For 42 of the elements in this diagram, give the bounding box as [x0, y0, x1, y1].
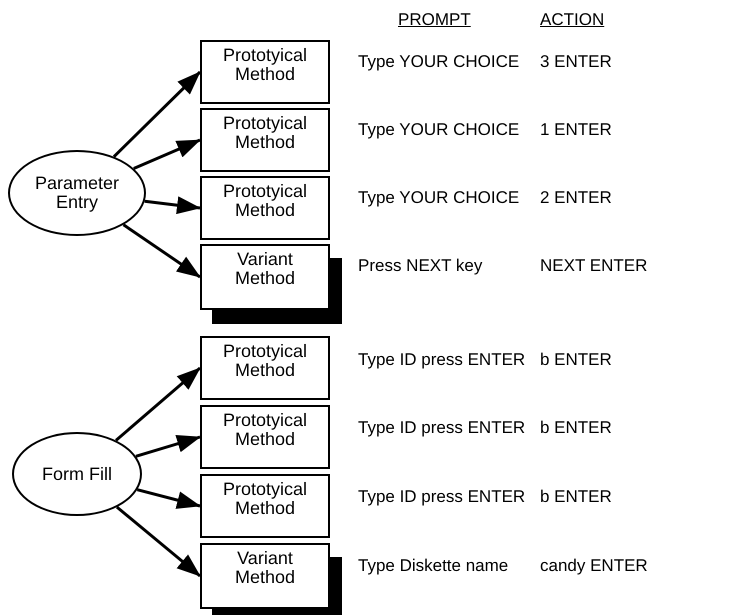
- prompt-text: Type YOUR CHOICE: [358, 120, 520, 140]
- node-label: Variant Method: [234, 250, 296, 288]
- node-label: Parameter Entry: [34, 174, 120, 212]
- prompt-text: Type YOUR CHOICE: [358, 52, 520, 72]
- arrow: [136, 435, 201, 458]
- node-label: Prototyical Method: [222, 114, 308, 152]
- action-text: b ENTER: [540, 418, 612, 438]
- prompt-text: Type ID press ENTER: [358, 418, 526, 438]
- action-text: NEXT ENTER: [540, 256, 648, 276]
- action-text: b ENTER: [540, 350, 612, 370]
- action-text: 3 ENTER: [540, 52, 612, 72]
- arrow: [116, 506, 201, 578]
- node-label: Prototyical Method: [222, 182, 308, 220]
- action-text: b ENTER: [540, 487, 612, 507]
- arrow: [112, 70, 202, 158]
- node-label: Form Fill: [41, 464, 113, 484]
- node-label: Prototyical Method: [222, 342, 308, 380]
- arrow: [136, 488, 201, 509]
- action-text: 1 ENTER: [540, 120, 612, 140]
- node-label: Prototyical Method: [222, 411, 308, 449]
- prompt-text: Type ID press ENTER: [358, 487, 526, 507]
- method-box: [200, 108, 330, 172]
- arrow: [133, 138, 201, 170]
- method-box: [200, 176, 330, 240]
- action-text: candy ENTER: [540, 556, 648, 576]
- method-box: [200, 336, 330, 400]
- method-box: [200, 474, 330, 538]
- column-header: ACTION: [540, 10, 604, 30]
- arrow: [144, 196, 201, 214]
- arrow: [122, 224, 201, 278]
- method-box: [200, 405, 330, 469]
- prompt-text: Type Diskette name: [358, 556, 508, 576]
- method-box: [200, 40, 330, 104]
- node-label: Variant Method: [234, 549, 296, 587]
- node-label: Prototyical Method: [222, 46, 308, 84]
- arrow: [115, 366, 201, 442]
- prompt-text: Type ID press ENTER: [358, 350, 526, 370]
- column-header: PROMPT: [398, 10, 471, 30]
- prompt-text: Type YOUR CHOICE: [358, 188, 520, 208]
- action-text: 2 ENTER: [540, 188, 612, 208]
- node-label: Prototyical Method: [222, 480, 308, 518]
- prompt-text: Press NEXT key: [358, 256, 482, 276]
